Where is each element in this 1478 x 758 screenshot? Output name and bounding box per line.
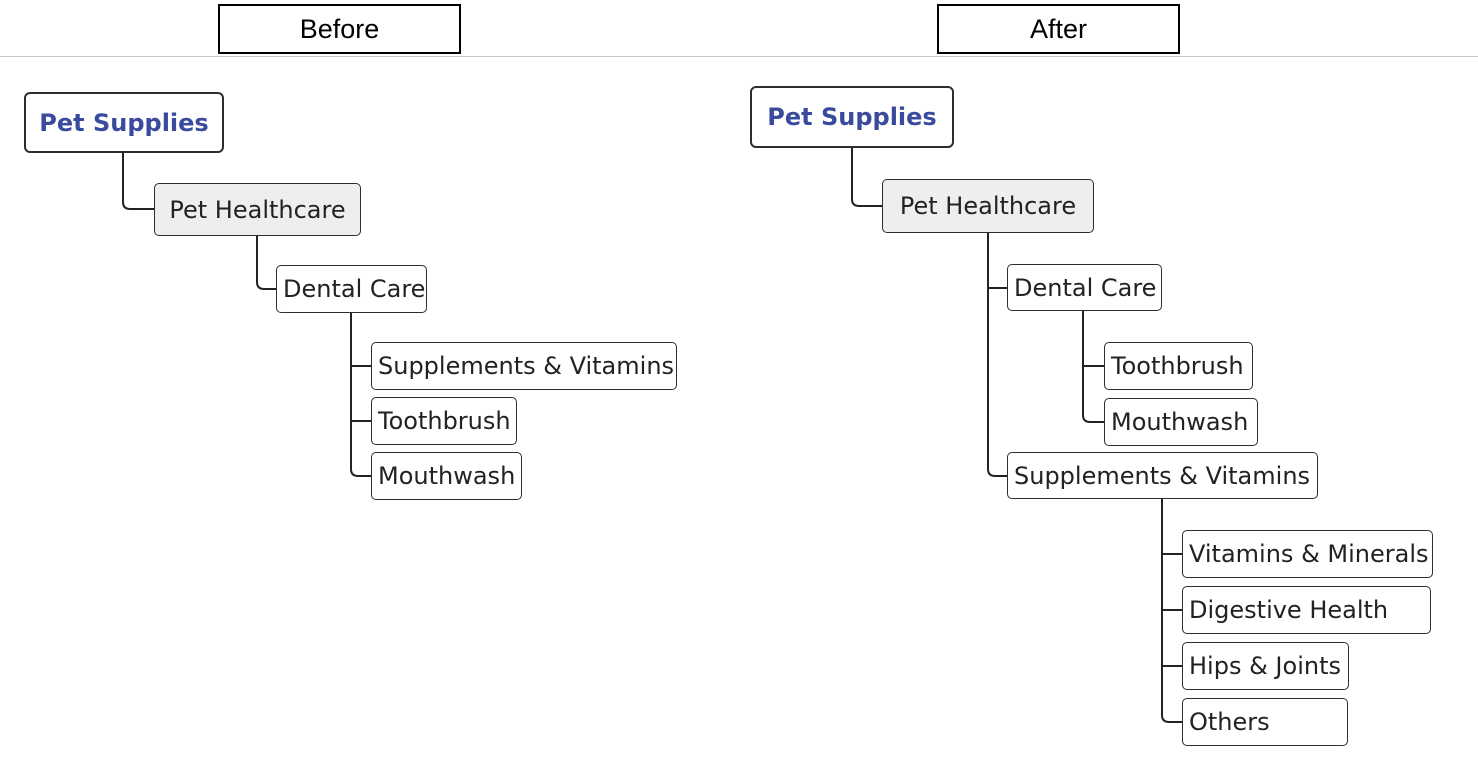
after-heading: After (937, 4, 1180, 54)
after-others-node: Others (1182, 698, 1348, 746)
after-healthcare-node: Pet Healthcare (882, 179, 1094, 233)
connector-before-dental-toothbrush (350, 366, 371, 422)
connector-after-healthcare-dental (987, 233, 1007, 289)
after-mouthwash-node: Mouthwash (1104, 398, 1258, 446)
header-divider (0, 56, 1478, 57)
before-mouthwash-node: Mouthwash (371, 452, 522, 500)
after-supplements-node: Supplements & Vitamins (1007, 452, 1318, 499)
before-root-node: Pet Supplies (24, 92, 224, 153)
before-supplements-node: Supplements & Vitamins (371, 342, 677, 390)
connector-after-root-healthcare (851, 148, 882, 207)
connector-after-supplements-others (1161, 666, 1182, 723)
before-toothbrush-node: Toothbrush (371, 397, 517, 445)
connector-before-root-healthcare (122, 153, 154, 210)
before-healthcare-node: Pet Healthcare (154, 183, 361, 236)
after-toothbrush-node: Toothbrush (1104, 342, 1253, 390)
after-dental-node: Dental Care (1007, 264, 1162, 311)
connector-after-supplements-vitamins (1161, 499, 1182, 555)
after-root-node: Pet Supplies (750, 86, 954, 148)
connector-after-healthcare-supplements (987, 288, 1007, 477)
connector-after-supplements-hips (1161, 610, 1182, 667)
after-vitamins-minerals-node: Vitamins & Minerals (1182, 530, 1433, 578)
before-heading: Before (218, 4, 461, 54)
connector-after-dental-mouthwash (1082, 366, 1104, 423)
connector-after-dental-toothbrush (1082, 311, 1104, 367)
connector-before-healthcare-dental (256, 236, 276, 290)
after-hips-joints-node: Hips & Joints (1182, 642, 1349, 690)
after-digestive-health-node: Digestive Health (1182, 586, 1431, 634)
connector-before-dental-mouthwash (350, 421, 371, 477)
connector-after-supplements-digestive (1161, 554, 1182, 611)
connector-before-dental-supplements (350, 313, 371, 367)
before-dental-node: Dental Care (276, 265, 427, 313)
